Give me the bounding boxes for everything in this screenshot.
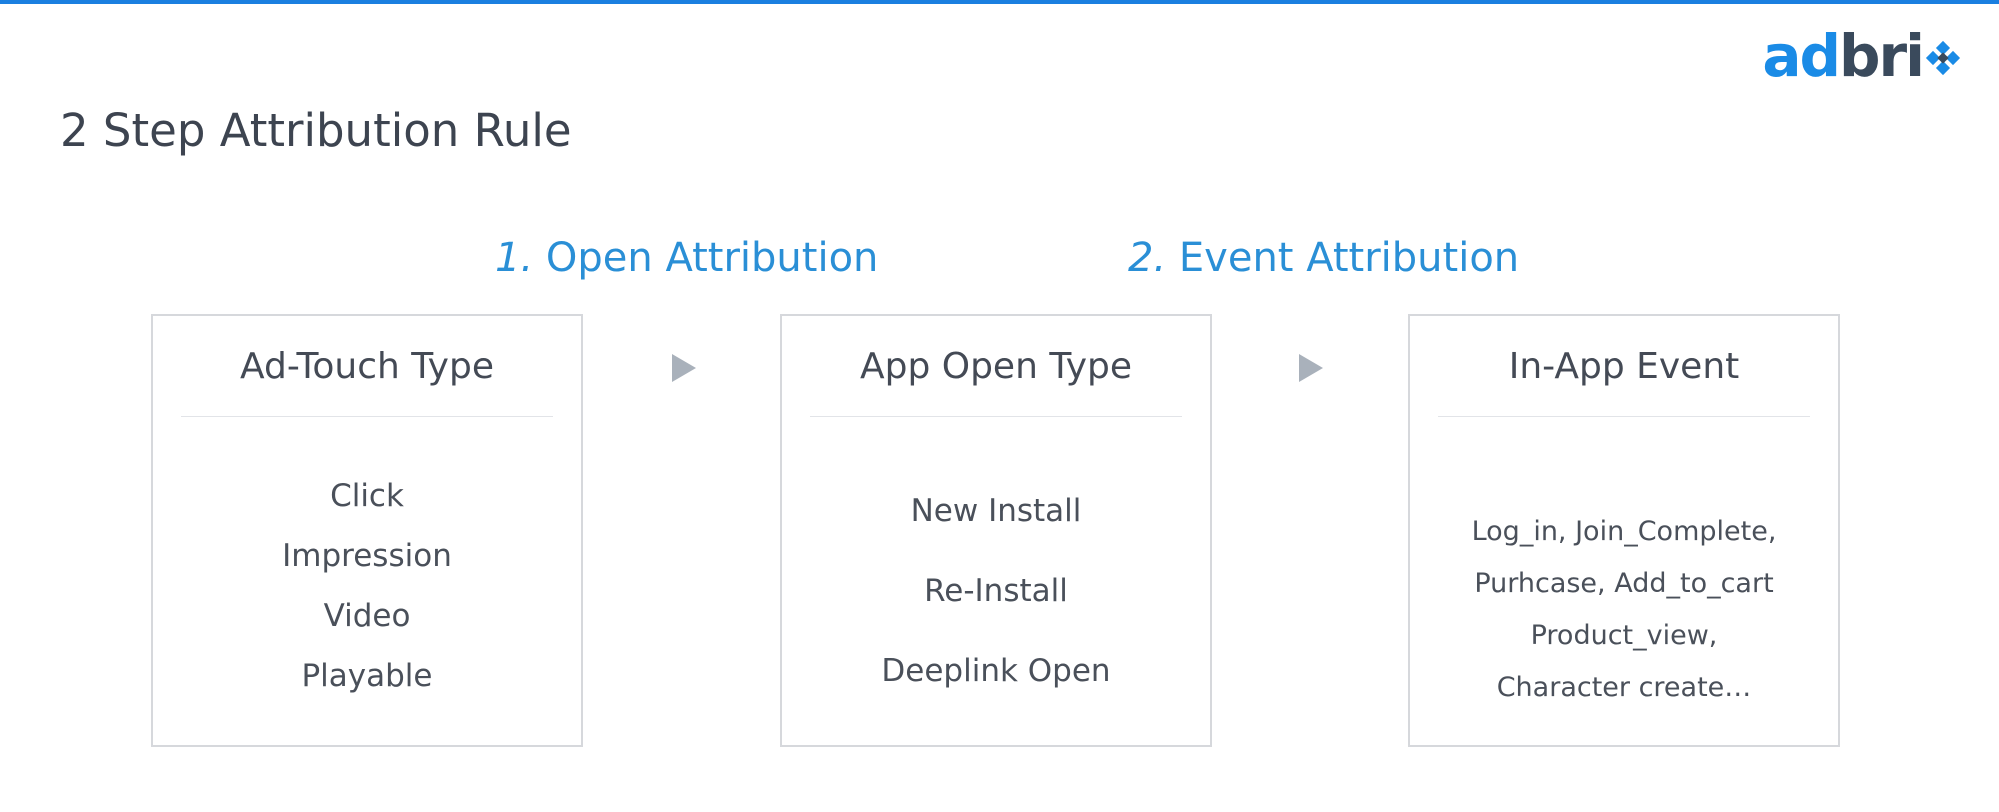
box-title: Ad-Touch Type (240, 346, 494, 387)
step-number: 1. (495, 235, 534, 281)
box-item-list: Log_in, Join_Complete, Purhcase, Add_to_… (1410, 506, 1838, 714)
box-item-list: Click Impression Video Playable (153, 466, 581, 706)
step-number: 2. (1128, 235, 1167, 281)
list-item: Log_in, Join_Complete, (1471, 516, 1777, 547)
top-accent-bar (0, 0, 1999, 4)
box-app-open-type: App Open Type New Install Re-Install Dee… (780, 314, 1212, 747)
adbrix-logo: adbri (1762, 27, 1965, 85)
step-label: Event Attribution (1178, 235, 1520, 281)
list-item: Click (330, 478, 404, 514)
x-diamond-logo-icon (1925, 40, 1961, 76)
box-ad-touch-type: Ad-Touch Type Click Impression Video Pla… (151, 314, 583, 747)
box-in-app-event: In-App Event Log_in, Join_Complete, Purh… (1408, 314, 1840, 747)
list-item: Impression (282, 538, 452, 574)
list-item: New Install (910, 493, 1082, 529)
logo-text-bri: bri (1838, 22, 1925, 90)
list-item: Product_view, (1530, 620, 1718, 651)
list-item: Re-Install (924, 573, 1068, 609)
list-item: Video (323, 598, 411, 634)
arrow-right-icon (1299, 354, 1323, 382)
box-divider (181, 416, 553, 417)
list-item: Playable (301, 658, 433, 694)
box-divider (1438, 416, 1810, 417)
arrow-right-icon (672, 354, 696, 382)
box-title: App Open Type (859, 346, 1133, 387)
step-header-event-attribution: 2. Event Attribution (1128, 235, 1519, 281)
box-title: In-App Event (1508, 346, 1740, 387)
logo-text-ad: ad (1762, 22, 1841, 90)
list-item: Purhcase, Add_to_cart (1474, 568, 1774, 599)
list-item: Character create… (1496, 672, 1752, 703)
box-item-list: New Install Re-Install Deeplink Open (782, 471, 1210, 711)
step-label: Open Attribution (545, 235, 879, 281)
step-header-open-attribution: 1. Open Attribution (495, 235, 878, 281)
logo-wordmark: adbri (1762, 27, 1925, 85)
page-title: 2 Step Attribution Rule (60, 104, 572, 157)
box-divider (810, 416, 1182, 417)
list-item: Deeplink Open (881, 653, 1111, 689)
